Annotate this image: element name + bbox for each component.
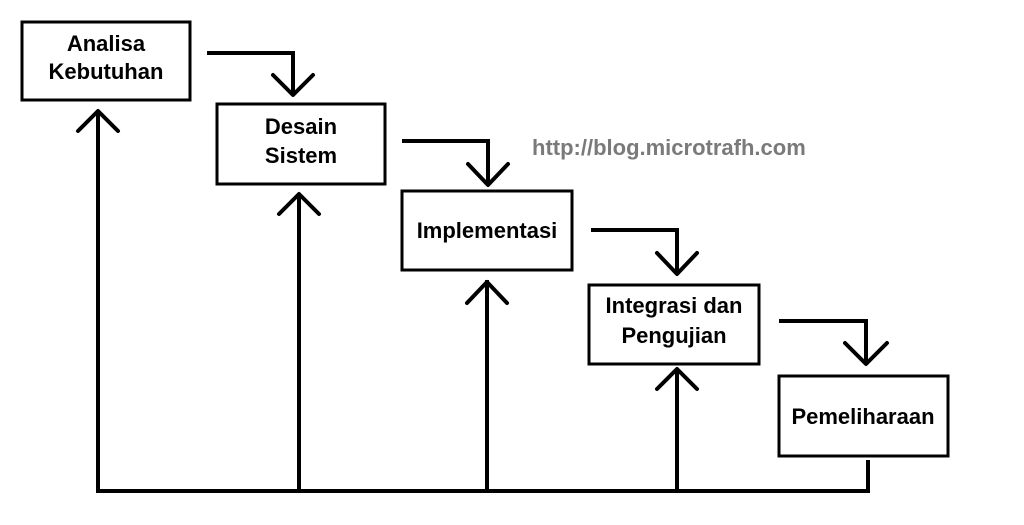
step-label-integrasi-line1: Integrasi dan: [606, 293, 743, 318]
step-box-desain: Desain Sistem: [215, 102, 387, 186]
forward-connector-1: [207, 51, 315, 97]
down-arrow-icon: [271, 73, 315, 97]
forward-connector-4: [779, 319, 889, 366]
step-label-integrasi-line2: Pengujian: [621, 323, 726, 348]
down-arrow-icon: [655, 251, 699, 276]
down-arrow-icon: [466, 162, 510, 187]
step-label-analisa-line1: Analisa: [67, 31, 146, 56]
watermark-url: http://blog.microtrafh.com: [532, 135, 806, 160]
step-label-implementasi: Implementasi: [417, 218, 558, 243]
forward-connector-2: [402, 139, 510, 187]
step-box-analisa: Analisa Kebutuhan: [20, 20, 192, 102]
up-arrow-icon: [465, 280, 509, 305]
feedback-loop: [76, 109, 870, 493]
forward-connector-3: [591, 228, 699, 276]
step-label-desain-line2: Sistem: [265, 143, 337, 168]
step-box-integrasi: Integrasi dan Pengujian: [587, 283, 761, 366]
step-box-implementasi: Implementasi: [400, 189, 574, 272]
step-label-pemeliharaan: Pemeliharaan: [791, 404, 934, 429]
up-arrow-icon: [76, 109, 120, 133]
down-arrow-icon: [843, 341, 889, 366]
step-box-pemeliharaan: Pemeliharaan: [777, 374, 950, 458]
up-arrow-icon: [277, 192, 321, 216]
up-arrow-icon: [655, 367, 699, 391]
step-label-desain-line1: Desain: [265, 114, 337, 139]
step-label-analisa-line2: Kebutuhan: [49, 59, 164, 84]
